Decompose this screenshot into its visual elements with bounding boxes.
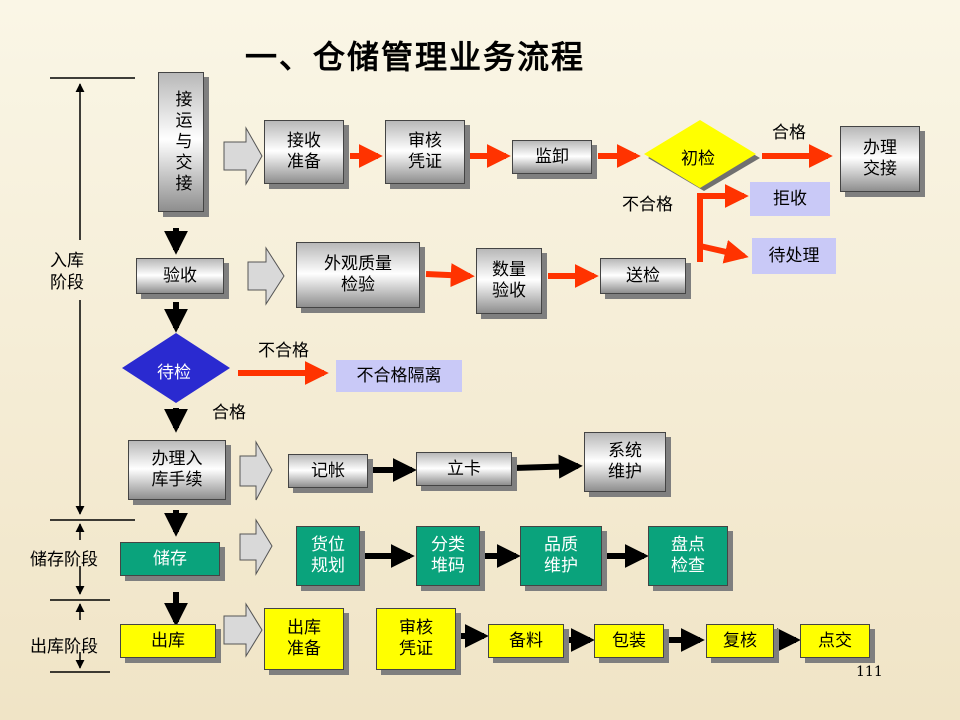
box-checkin-procedures: 办理入 库手续 (128, 440, 226, 500)
box-pack: 包装 (594, 624, 664, 658)
box-pending-handle: 待处理 (752, 238, 836, 274)
box-out: 出库 (120, 624, 216, 658)
stage-brackets (50, 77, 135, 673)
box-receive-prepare: 接收 准备 (264, 120, 344, 184)
box-quantity-acceptance: 数量 验收 (476, 248, 542, 314)
box-create-card: 立卡 (416, 452, 512, 486)
box-appearance-inspection: 外观质量 检验 (296, 242, 420, 308)
diamond-pending-inspect (122, 333, 230, 403)
box-classify-stack: 分类 堆码 (416, 526, 480, 586)
stage-label-storage: 储存阶段 (30, 550, 98, 570)
box-deliver: 点交 (800, 624, 870, 658)
black-arrows (360, 454, 801, 652)
box-inventory-check: 盘点 检查 (648, 526, 728, 586)
box-reject: 拒收 (750, 182, 830, 216)
diamond-label-pending-inspect: 待检 (157, 363, 191, 383)
box-send-inspection: 送检 (600, 258, 686, 294)
box-materials: 备料 (488, 624, 564, 658)
page-number: 111 (856, 664, 883, 680)
box-location-planning: 货位 规划 (296, 526, 360, 586)
box-unqualified-isolation: 不合格隔离 (336, 360, 462, 392)
stage-label-inbound: 入库 阶段 (50, 251, 84, 293)
box-system-maintenance: 系统 维护 (584, 432, 666, 492)
page-title: 一、仓储管理业务流程 (245, 38, 586, 76)
label-qualified-row3: 合格 (212, 403, 246, 423)
box-quality-maintenance: 品质 维护 (520, 526, 602, 586)
box-handover: 办理 交接 (840, 126, 920, 192)
block-arrows (223, 126, 285, 658)
label-unqualified-row3: 不合格 (258, 341, 309, 361)
stage-label-outbound: 出库阶段 (30, 637, 98, 657)
red-arrows (238, 144, 833, 385)
diamond-initial-check (644, 120, 760, 191)
box-unload: 监卸 (512, 140, 592, 174)
label-unqualified-row1: 不合格 (622, 195, 673, 215)
box-outbound-verify: 审核 凭证 (376, 608, 456, 670)
box-receive-handover: 接运与交接 (158, 72, 204, 212)
box-recheck: 复核 (706, 624, 774, 658)
box-outbound-prepare: 出库 准备 (264, 608, 344, 670)
box-store: 储存 (120, 542, 220, 576)
box-accept: 验收 (136, 258, 224, 294)
box-bookkeeping: 记帐 (288, 454, 368, 488)
label-qualified-row1: 合格 (772, 123, 806, 143)
box-verify-voucher: 审核 凭证 (385, 120, 465, 184)
diamond-label-initial-check: 初检 (681, 149, 715, 169)
